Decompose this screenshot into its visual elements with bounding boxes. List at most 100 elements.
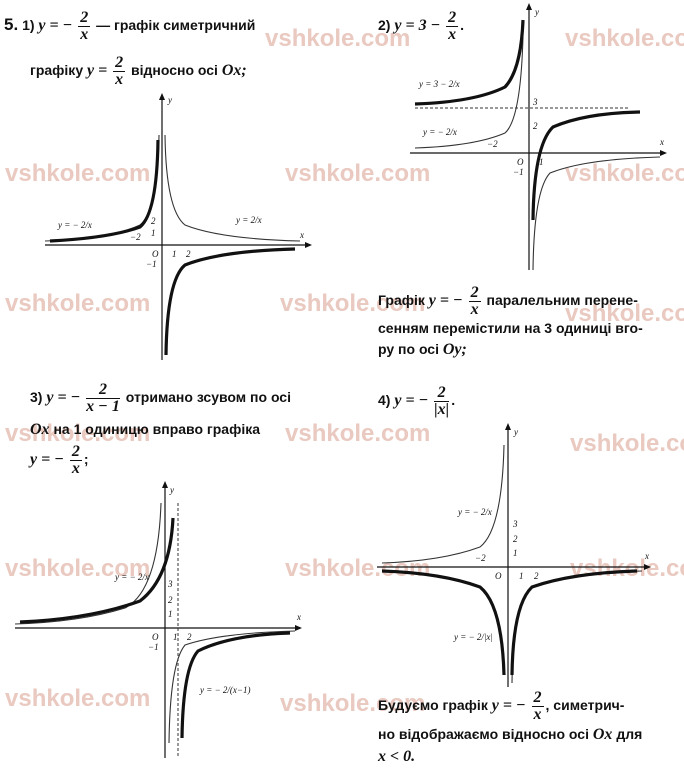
label-left: y = − 2/x — [114, 572, 149, 582]
tick-y-3: 3 — [512, 519, 518, 529]
tick-x-1: 1 — [173, 632, 178, 642]
tick-y-neg1: −1 — [148, 642, 159, 652]
part4-index: 4) — [378, 392, 391, 409]
tick-x-1: 1 — [519, 571, 524, 581]
part3-text-c-end: ; — [83, 451, 89, 468]
axis-x-label: x — [644, 551, 649, 561]
label-top: y = 3 − 2/x — [418, 79, 460, 89]
label-left: y = − 2/x — [57, 220, 92, 230]
tick-x-neg2: −2 — [487, 139, 498, 149]
curve — [49, 139, 160, 243]
tick-y-2: 2 — [513, 534, 518, 544]
tick-y-2: 2 — [168, 595, 173, 605]
part1-line2-a: графіку — [30, 62, 84, 79]
origin-label: O — [495, 571, 502, 581]
part4-text-lhs: y = − — [491, 697, 526, 715]
tick-y-neg1: −1 — [146, 259, 157, 269]
tick-x-neg2: −2 — [475, 553, 486, 563]
graph-part1: x y O −2 1 2 1 2 −1 y = − 2/x y = 2/x — [44, 93, 312, 360]
tick-y-1: 1 — [151, 228, 156, 238]
curve — [532, 156, 661, 271]
part4-text-c: но відображаємо відносно осі — [378, 726, 589, 742]
curve — [14, 502, 162, 625]
part2-text-b: паралельним перене- — [486, 292, 638, 309]
part3-index: 3) — [30, 389, 43, 406]
part4-text-d: x < 0. — [378, 748, 416, 765]
part4-fraction: 2|x| — [434, 384, 450, 418]
tick-x-1: 1 — [172, 249, 177, 259]
curve — [381, 444, 505, 564]
graph-part4: x y O 3 2 1 −2 1 2 y = − 2/x y = − 2/|x| — [377, 423, 651, 687]
part1-lhs: y = − — [38, 17, 73, 35]
part2-dot: . — [460, 17, 465, 34]
axis-x-label: x — [299, 230, 304, 240]
part3-line2: Ox на 1 одиницю вправо графіка — [30, 420, 260, 439]
part4-formula-line: 4) y = − 2|x|. — [378, 385, 455, 418]
part2-index: 2) — [378, 17, 391, 34]
part3-axis: Ox — [30, 421, 50, 438]
tick-y-1: 1 — [168, 609, 173, 619]
axis-y-label: y — [513, 427, 518, 437]
curve — [381, 569, 506, 676]
part4-dot: . — [451, 392, 456, 409]
axis-x-label: x — [659, 137, 664, 147]
part1-index: 1) — [22, 17, 35, 34]
curve — [19, 517, 175, 624]
tick-y-1: 1 — [513, 548, 518, 558]
part3-text-c-lhs: y = − — [30, 451, 64, 469]
graph-part2: x y O 3 2 −2 1 −1 y = 3 − 2/x y = − 2/x — [410, 3, 667, 271]
part2-text-a: Графік — [378, 292, 425, 309]
part4-lhs: y = − — [394, 392, 429, 410]
label-bottom: y = − 2/x — [422, 127, 457, 137]
curve — [168, 630, 296, 744]
tick-x-neg2: −2 — [130, 232, 141, 242]
part4-text-a: Будуємо графік — [378, 697, 488, 714]
axis-y-label: y — [169, 485, 174, 495]
label-right: y = 2/x — [235, 215, 262, 225]
part2-text-c: сенням перемістили на 3 одиниці вго- — [378, 320, 643, 336]
part4-text-c-axis: Ox — [592, 726, 613, 743]
part3-text-a: отримано зсувом по осі — [125, 389, 291, 406]
curve — [414, 19, 525, 106]
part2-text-lhs: y = − — [428, 292, 463, 310]
axis-x-label: x — [296, 612, 301, 622]
part4-text-b: , симетрич- — [545, 697, 625, 714]
label-top: y = − 2/x — [457, 507, 492, 517]
origin-label: O — [517, 157, 524, 167]
part1-line2-b: відносно осі — [131, 62, 218, 79]
axis-y-label: y — [534, 7, 539, 17]
tick-y-3: 3 — [532, 97, 538, 107]
tick-y-2: 2 — [533, 121, 538, 131]
tick-y-2: 2 — [151, 216, 156, 226]
curve — [164, 134, 301, 242]
part2-lhs: y = 3 − — [394, 17, 441, 35]
part3-lhs: y = − — [46, 389, 81, 407]
part2-text-d-axis: Oy; — [442, 341, 467, 358]
origin-label: O — [152, 249, 159, 259]
curve — [414, 34, 524, 149]
graph-part3: x y O 3 2 1 1 2 −1 y = − 2/x y = − 2/(x−… — [14, 481, 302, 758]
origin-label: O — [152, 632, 159, 642]
part1-line2-lhs: y = — [87, 62, 108, 80]
axis-y-label: y — [167, 95, 172, 105]
curve — [180, 631, 291, 739]
tick-y-neg1: −1 — [513, 167, 524, 177]
label-bottom: y = − 2/|x| — [453, 632, 493, 642]
problem-number: 5. — [4, 15, 19, 35]
part3-text-b: на 1 одиницю вправо графіка — [53, 421, 261, 437]
part4-text-c-b: для — [616, 726, 643, 742]
curve — [164, 247, 296, 356]
